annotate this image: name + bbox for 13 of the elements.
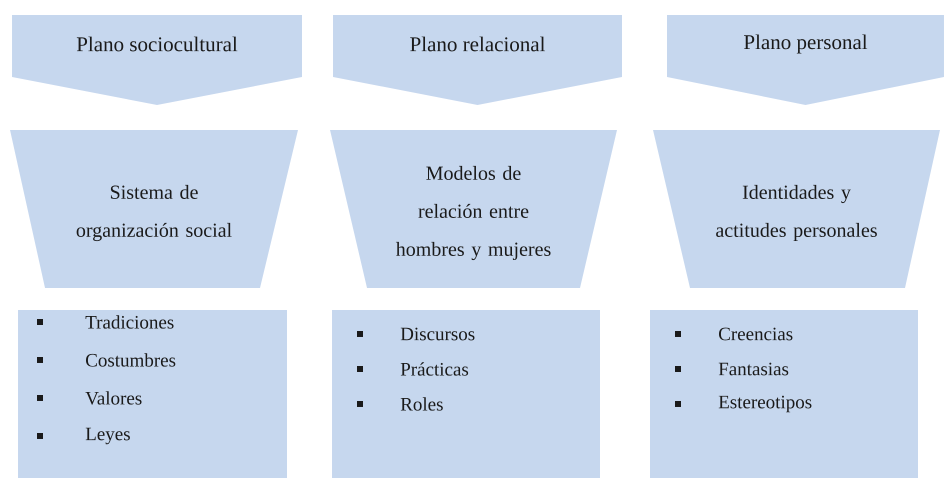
list-item: Costumbres (86, 353, 176, 367)
list-item: Roles (400, 397, 443, 411)
list-item: Leyes (86, 428, 130, 444)
list-item: Creencias (719, 328, 792, 340)
list-item: Prácticas (400, 362, 468, 376)
list-item: Valores (85, 391, 142, 405)
list-box (332, 310, 600, 478)
list-item: Discursos (400, 328, 474, 340)
list-item: Tradiciones (86, 315, 174, 329)
list-box (650, 310, 918, 478)
list-item: Fantasias (718, 362, 788, 376)
list-item: Estereotipos (718, 396, 812, 412)
list-box (18, 310, 287, 478)
